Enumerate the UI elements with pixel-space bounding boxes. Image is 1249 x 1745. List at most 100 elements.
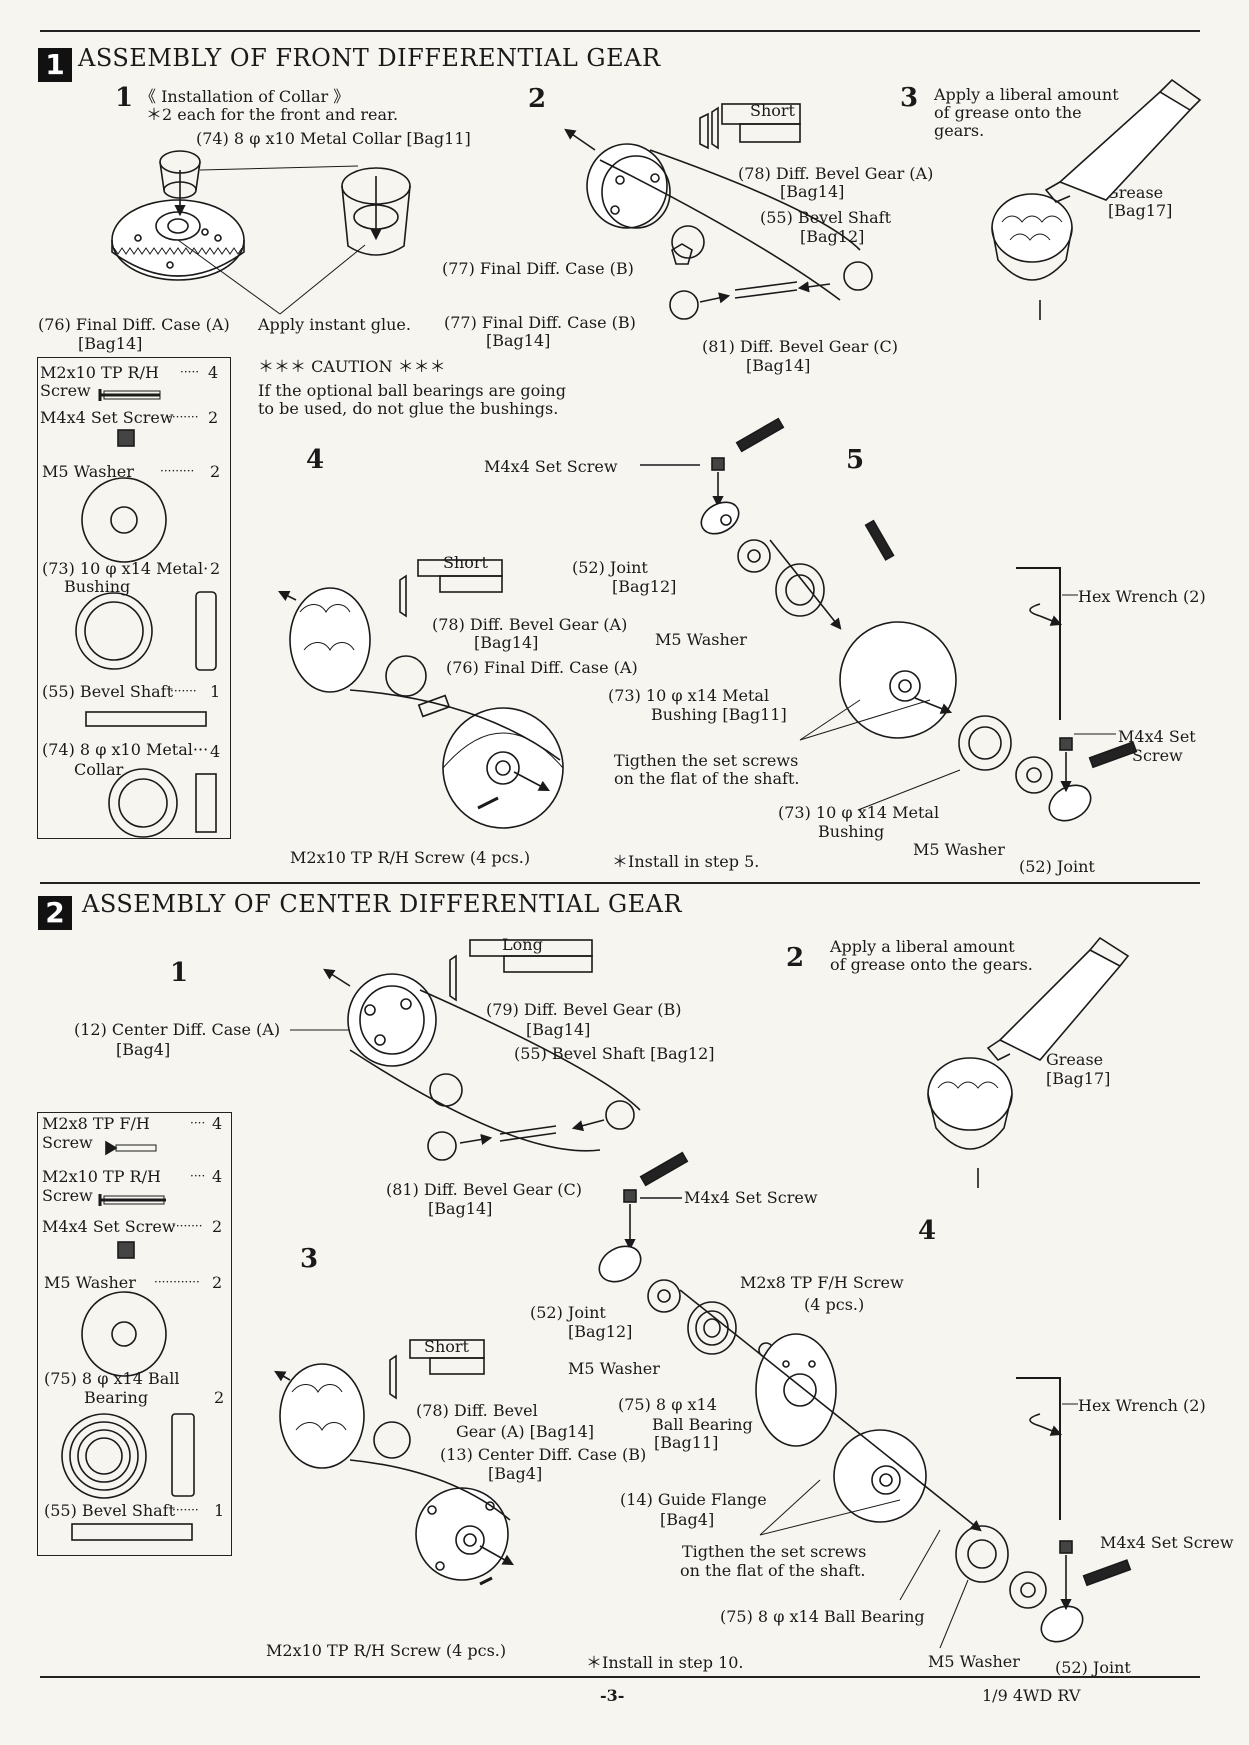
s1-step5-bushing-bag: Bushing [Bag11] [651,705,787,724]
s1-step1-number: 1 [115,83,134,113]
s1-part-2-name: M5 Washer [42,462,134,481]
s1-step1-heading: 《 Installation of Collar 》 [140,87,350,106]
s2-step1-case-bag: [Bag4] [116,1040,171,1059]
s1-glue-label: Apply instant glue. [258,315,411,334]
s1-step5-install: ＊Install in step 5. [612,852,760,871]
s1-case-b-label: (77) Final Diff. Case (B) [444,313,636,332]
s1-part-5-qty: 4 [210,742,221,761]
s1-parts-box [37,357,231,839]
s2-part-0-qty: 4 [212,1114,223,1133]
s2-step4-flange: (14) Guide Flange [620,1490,767,1509]
s2-step1-gear-c: (81) Diff. Bevel Gear (C) [386,1180,583,1199]
s1-part-2-dots: ········· [160,464,195,478]
s1-case-b-bag: [Bag14] [486,331,551,350]
s2-step2-number: 2 [786,943,805,973]
s2-part-0-dots: ···· [190,1116,206,1130]
s1-step5-setscrew2b: Screw [1132,746,1183,765]
section-divider [40,882,1200,884]
s1-caution-line1: If the optional ball bearings are going [258,381,566,400]
s2-grease-drawing [927,936,1130,1188]
s1-step5-washer: M5 Washer [655,630,747,649]
s1-step3-text3: gears. [934,121,985,140]
s2-step1-gear-c-bag: [Bag14] [428,1199,493,1218]
s2-step2-text1: Apply a liberal amount [830,937,1015,956]
s2-step1-case: (12) Center Diff. Case (A) [74,1020,281,1039]
s2-step4-setscrew2: M4x4 Set Screw [1100,1533,1234,1552]
s1-step5-joint-bag: [Bag12] [612,577,677,596]
top-rule [40,30,1200,32]
s2-step3-case-b-bag: [Bag4] [488,1464,543,1483]
s2-part-4-qty: 2 [214,1388,225,1407]
s2-part-5-name: (55) Bevel Shaft [44,1501,176,1520]
s2-step4-install: ＊Install in step 10. [586,1653,744,1672]
s2-step2-grease-bag: [Bag17] [1046,1069,1111,1088]
s1-part-1-qty: 2 [208,408,219,427]
s1-step5-number: 5 [846,445,865,475]
s1-part-0-name: M2x10 TP R/H [40,363,159,382]
s2-step4-washer: M5 Washer [568,1359,660,1378]
s1-step2-shaft: (55) Bevel Shaft [760,208,892,227]
section-2-number: 2 [38,896,72,930]
s2-step4-hex: Hex Wrench (2) [1078,1396,1206,1415]
s1-step3-number: 3 [900,83,919,113]
s1-step2-short: Short [750,101,795,120]
s1-step2-gear-a-bag: [Bag14] [780,182,845,201]
s1-grease-drawing [991,78,1202,320]
s2-part-2-qty: 2 [212,1217,223,1236]
s1-step4-screw: M2x10 TP R/H Screw (4 pcs.) [290,848,531,867]
s1-case-a-drawing [111,150,245,281]
s2-step4-number: 4 [918,1216,937,1246]
s1-step4-case-a: (76) Final Diff. Case (A) [446,658,638,677]
s2-step4-bearing3: (75) 8 φ x14 Ball Bearing [720,1607,925,1626]
s2-part-0-name2: Screw [42,1133,93,1152]
s2-step4-joint2: (52) Joint [1055,1658,1131,1677]
s1-case-a-bag: [Bag14] [78,334,143,353]
s1-step5-bushing2b: Bushing [818,822,885,841]
s1-step5-joint2: (52) Joint [1019,857,1095,876]
s1-step2-gear-c-bag: [Bag14] [746,356,811,375]
s2-step4-washer2: M5 Washer [928,1652,1020,1671]
s1-parts-icons [75,389,217,838]
s2-step4-bearing2: Ball Bearing [652,1415,753,1434]
s2-part-1-qty: 4 [212,1167,223,1186]
s1-step3-grease: Grease [1106,183,1164,202]
s1-step5-drawing [640,417,1138,822]
s2-step4-fh-screw: M2x8 TP F/H Screw [740,1273,904,1292]
s1-part-0-name2: Screw [40,381,91,400]
s1-step3-grease-bag: [Bag17] [1108,201,1173,220]
s2-step3-number: 3 [300,1244,319,1274]
s1-part-2-qty: 2 [210,462,221,481]
s2-step3-case-b: (13) Center Diff. Case (B) [440,1445,647,1464]
s1-step5-washer2: M5 Washer [913,840,1005,859]
s2-part-1-name: M2x10 TP R/H [42,1167,161,1186]
s2-step1-gear-b: (79) Diff. Bevel Gear (B) [486,1000,682,1019]
s1-step5-hex: Hex Wrench (2) [1078,587,1206,606]
s1-step5-setscrew: M4x4 Set Screw [484,457,618,476]
s2-step4-bearing-bag: [Bag11] [654,1433,719,1452]
s1-case-a-label: (76) Final Diff. Case (A) [38,315,230,334]
s2-part-1-name2: Screw [42,1186,93,1205]
s1-step5-setscrew2a: M4x4 Set [1118,727,1196,746]
s2-step4-joint-bag: [Bag12] [568,1322,633,1341]
s1-caution-line2: to be used, do not glue the bushings. [258,399,559,418]
s1-part-1-name: M4x4 Set Screw [40,408,174,427]
s2-part-5-qty: 1 [214,1501,225,1520]
section-2-title: ASSEMBLY OF CENTER DIFFERENTIAL GEAR [82,890,683,918]
s2-step4-setscrew: M4x4 Set Screw [684,1188,818,1207]
s1-part-5-name2: Collar [74,760,124,779]
s2-step2-grease: Grease [1046,1050,1104,1069]
s2-step4-fh-pcs: (4 pcs.) [804,1295,865,1314]
s2-part-5-dots: ······· [172,1503,199,1517]
s2-step4-tighten1: Tigthen the set screws [682,1542,867,1561]
s1-step2-shaft-bag: [Bag12] [800,227,865,246]
s2-step1-drawing [290,939,641,1161]
s2-part-3-dots: ············ [154,1275,200,1289]
s2-part-2-dots: ········ [172,1219,203,1233]
s2-parts-box [37,1112,232,1556]
s1-step2-case-b: (77) Final Diff. Case (B) [442,259,634,278]
s1-part-3-name2: Bushing [64,577,131,596]
s1-part-1-dots: ········ [168,410,199,424]
s1-step5-joint: (52) Joint [572,558,648,577]
s1-step4-drawing [277,559,564,829]
